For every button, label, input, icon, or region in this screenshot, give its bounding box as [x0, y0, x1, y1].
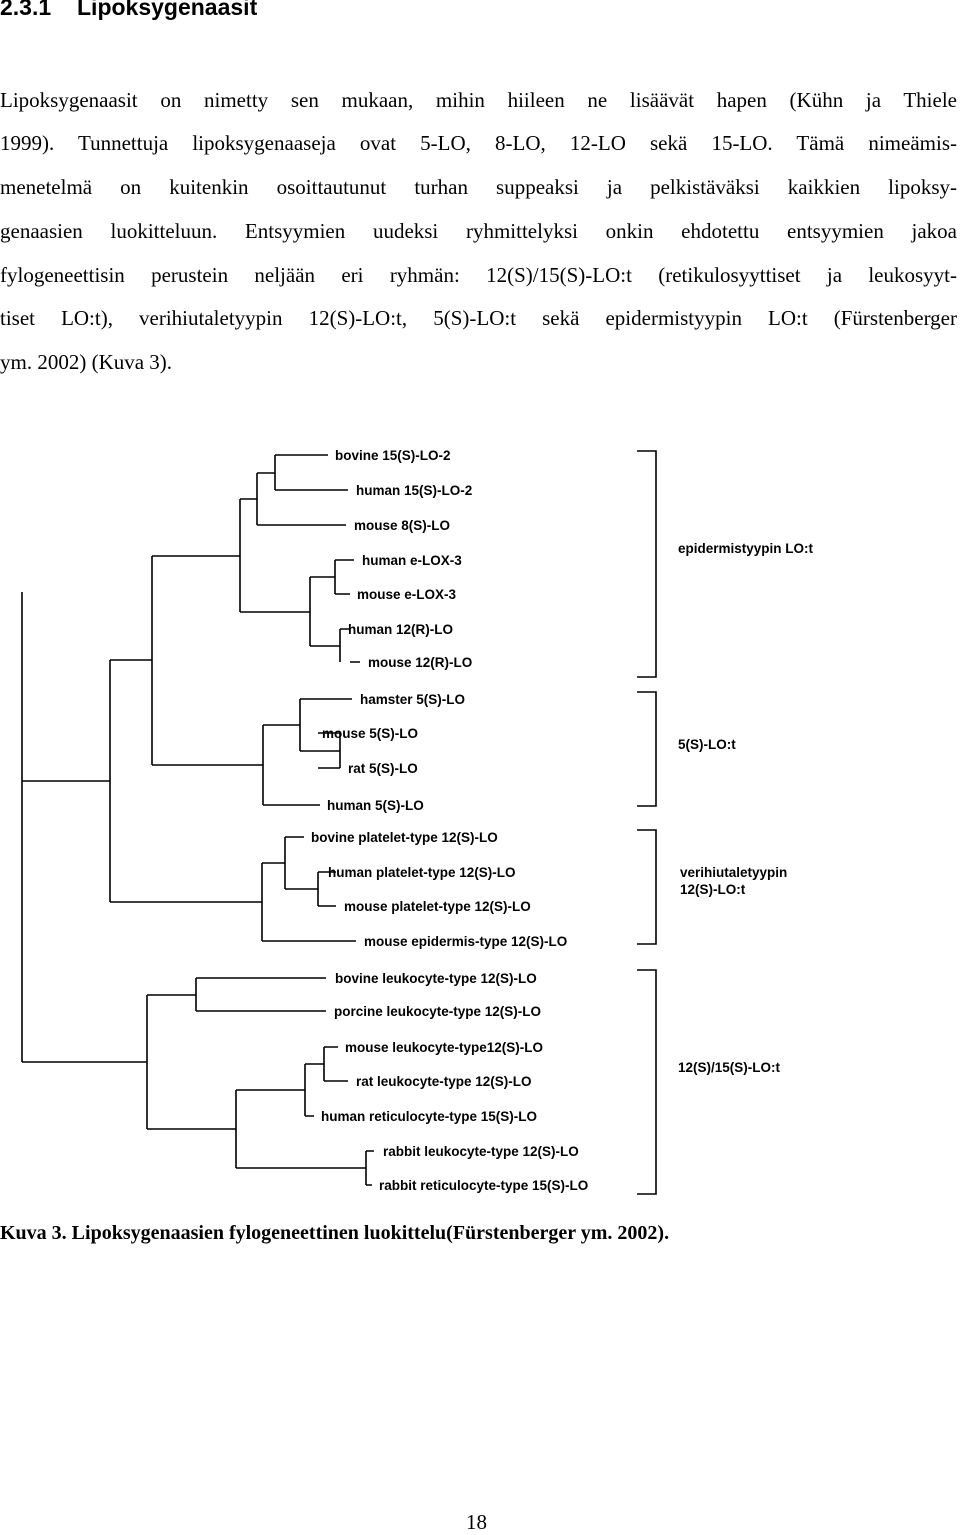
tree-group-labels: epidermistyypin LO:t 5(S)-LO:t verihiuta… — [678, 541, 814, 1075]
group-label: 12(S)/15(S)-LO:t — [678, 1060, 781, 1075]
leaf-label: rabbit reticulocyte-type 15(S)-LO — [379, 1178, 588, 1193]
paragraph-line: tiset LO:t), verihiutaletyypin 12(S)-LO:… — [0, 306, 957, 330]
leaf-label: mouse epidermis-type 12(S)-LO — [364, 934, 567, 949]
leaf-label: rabbit leukocyte-type 12(S)-LO — [383, 1144, 579, 1159]
figure-caption: Kuva 3. Lipoksygenaasien fylogeneettinen… — [0, 1222, 670, 1244]
section-number: 2.3.1 — [0, 0, 52, 20]
paragraph-line: menetelmä on kuitenkin osoittautunut tur… — [0, 175, 957, 199]
tree-branches — [21, 454, 374, 1186]
paragraph-line: fylogeneettisin perustein neljään eri ry… — [0, 263, 957, 287]
group-label: verihiutaletyypin — [680, 865, 787, 880]
paragraph-line: genaasien luokitteluun. Entsyymien uudek… — [0, 219, 957, 243]
leaf-label: mouse leukocyte-type12(S)-LO — [345, 1040, 543, 1055]
leaf-label: rat leukocyte-type 12(S)-LO — [356, 1074, 532, 1089]
leaf-label: bovine 15(S)-LO-2 — [335, 448, 451, 463]
leaf-label: bovine leukocyte-type 12(S)-LO — [335, 971, 537, 986]
leaf-label: human reticulocyte-type 15(S)-LO — [321, 1109, 537, 1124]
paragraph-line: Lipoksygenaasit on nimetty sen mukaan, m… — [0, 88, 957, 112]
leaf-label: human platelet-type 12(S)-LO — [328, 865, 516, 880]
leaf-label: mouse e-LOX-3 — [357, 587, 457, 602]
leaf-label: mouse 5(S)-LO — [322, 726, 418, 741]
leaf-label: human 12(R)-LO — [348, 622, 453, 637]
leaf-label: human 5(S)-LO — [327, 798, 424, 813]
leaf-label: mouse 8(S)-LO — [354, 518, 450, 533]
group-label: 5(S)-LO:t — [678, 737, 736, 752]
leaf-label: rat 5(S)-LO — [348, 761, 418, 776]
leaf-label: human 15(S)-LO-2 — [356, 483, 472, 498]
tree-leaf-labels: bovine 15(S)-LO-2 human 15(S)-LO-2 mouse… — [311, 448, 588, 1193]
leaf-label: porcine leukocyte-type 12(S)-LO — [334, 1004, 541, 1019]
leaf-label: mouse 12(R)-LO — [368, 655, 472, 670]
leaf-label: bovine platelet-type 12(S)-LO — [311, 830, 498, 845]
group-label: 12(S)-LO:t — [680, 882, 746, 897]
page-number: 18 — [466, 1510, 487, 1534]
leaf-label: mouse platelet-type 12(S)-LO — [344, 899, 531, 914]
phylogenetic-tree-figure: bovine 15(S)-LO-2 human 15(S)-LO-2 mouse… — [21, 448, 814, 1195]
leaf-label: human e-LOX-3 — [362, 553, 462, 568]
group-label: epidermistyypin LO:t — [678, 541, 814, 556]
section-title: Lipoksygenaasit — [77, 0, 258, 20]
paragraph-line: 1999). Tunnettuja lipoksygenaaseja ovat … — [0, 131, 957, 155]
section-heading: 2.3.1 Lipoksygenaasit — [0, 0, 257, 21]
paragraph-line: ym. 2002) (Kuva 3). — [0, 350, 173, 374]
group-brackets — [637, 450, 657, 1195]
leaf-label: hamster 5(S)-LO — [360, 692, 465, 707]
